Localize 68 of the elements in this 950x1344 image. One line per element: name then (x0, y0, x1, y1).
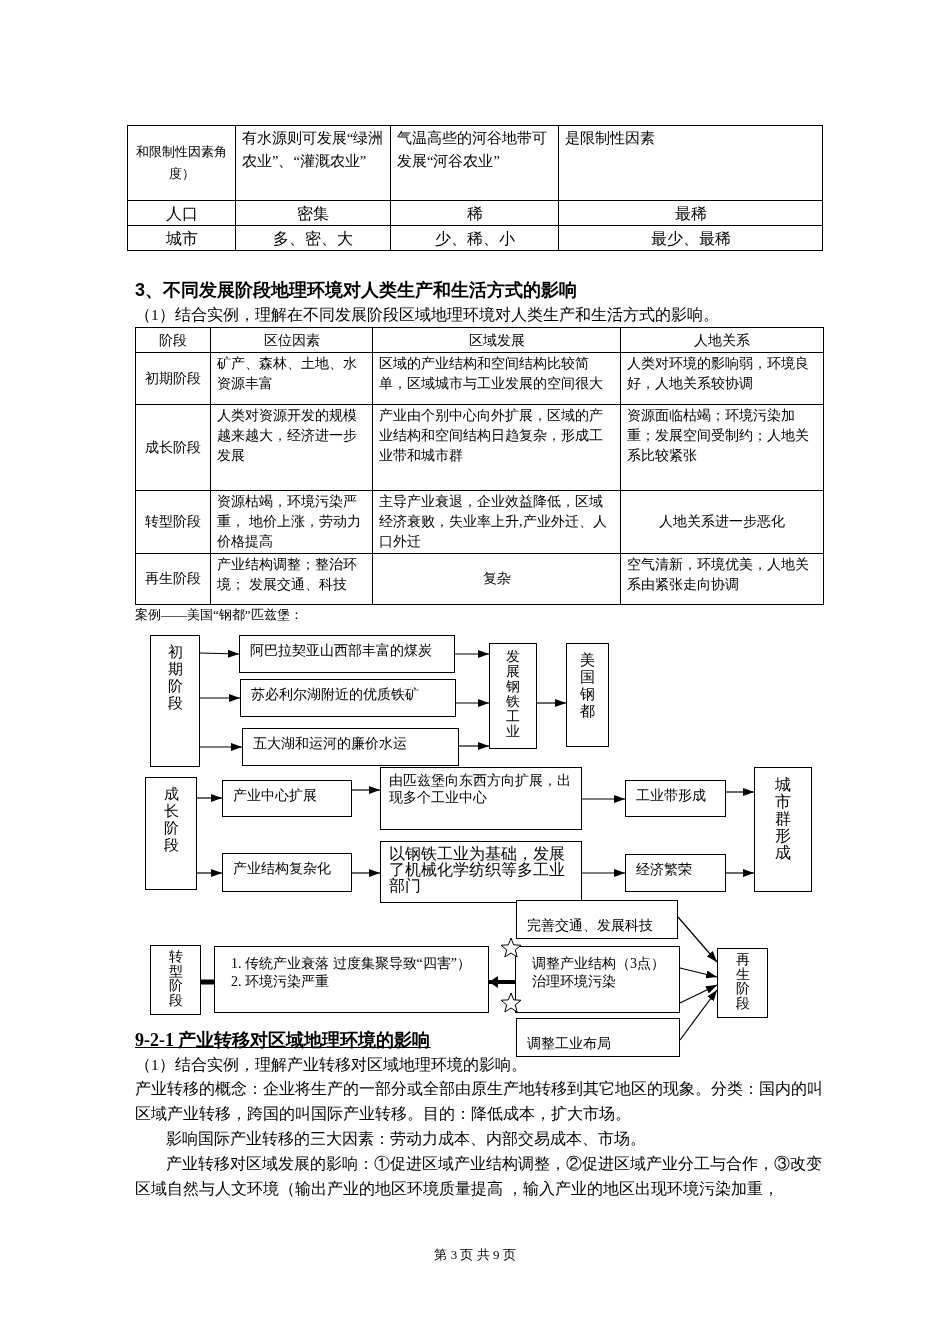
arrow (679, 967, 718, 979)
section-heading: 3、不同发展阶段地理环境对人类生产和生活方式的影响 (135, 279, 578, 302)
process-box: 工业带形成 (625, 780, 726, 817)
arrow (351, 869, 381, 877)
process-box: 由匹兹堡向东西方向扩展，出现多个工业中心 (380, 767, 582, 830)
factor-box: 苏必利尔湖附近的优质铁矿 (240, 679, 456, 717)
paragraph: 产业转移的概念：企业将生产的一部分或全部由原生产地转移到其它地区的现象。分类：国内的叫区域产业转移，跨国的叫国际产业转移。目的：降低成本，扩大市场。 (135, 1079, 824, 1124)
measure-box: 调整工业布局 (516, 1018, 680, 1057)
box-label: 再生阶段 (734, 953, 751, 1011)
result-box (566, 643, 609, 747)
paragraph: （1）结合实例，理解产业转移对区域地理环境的影响。 (135, 1055, 528, 1075)
arrow (199, 649, 240, 658)
factor-box: 阿巴拉契亚山西部丰富的煤炭 (239, 635, 455, 673)
box-text-line: 治理环境污染 (532, 973, 617, 991)
box-text-line: 1. 传统产业衰落 过度集聚导致“四害”） (231, 955, 472, 973)
stage-box (150, 945, 201, 1015)
arrow (677, 916, 718, 963)
arrow (454, 650, 490, 658)
box-label: 初期阶段 (167, 644, 183, 712)
table-cell: 最少、最稀 (558, 225, 823, 251)
factor-box: 五大湖和运河的廉价水运 (242, 728, 459, 766)
arrow (725, 869, 755, 877)
paragraph: （1）结合实例，理解在不同发展阶段区域地理环境对人类生产和生活方式的影响。 (135, 305, 720, 325)
stage-box (717, 948, 768, 1018)
paragraph: 产业转移对区域发展的影响：①促进区域产业结构调整，②促进区域产业分工与合作，③改变区域自然与人文环境（输出产业的地区环境质量提高 ，输入产业的地区出现环境污染加重， (135, 1154, 823, 1199)
table-cell: 阶段 (135, 327, 211, 353)
arrow (679, 989, 718, 1041)
box-label: 美国钢都 (579, 652, 596, 720)
measure-box: 完善交通、发展科技 (516, 900, 678, 939)
process-box: 以钢铁工业为基础，发展了机械化学纺织等多工业部门 (380, 841, 582, 903)
process-box: 产业结构复杂化 (222, 853, 352, 892)
table-cell: 是限制性因素 (558, 125, 823, 201)
table-cell: 城市 (127, 225, 236, 251)
arrow (458, 742, 490, 750)
box-label: 成长阶段 (163, 786, 179, 854)
box-text-line: 调整产业结构（3点） (532, 955, 666, 973)
process-box: 经济繁荣 (625, 854, 726, 892)
arrow (581, 869, 626, 877)
table-cell: 再生阶段 (135, 553, 211, 605)
arrow (581, 795, 626, 803)
table-cell: 和限制性因素角度） (127, 125, 236, 201)
arrow (679, 984, 718, 1004)
table-cell: 空气清新，环境优美，人地关系由紧张走向协调 (620, 553, 824, 605)
stage-box (150, 635, 200, 767)
result-box (489, 643, 537, 749)
arrow (725, 788, 755, 796)
problem-box (214, 946, 489, 1013)
measure-box (515, 946, 680, 1013)
section-heading: 9-2-1 产业转移对区域地理环境的影响 (135, 1029, 431, 1052)
box-label: 城市群形成 (775, 776, 791, 861)
process-box: 产业中心扩展 (222, 780, 352, 817)
arrow (196, 794, 223, 802)
box-label: 发展钢铁工业 (505, 649, 521, 739)
page-number: 第 3 页 共 9 页 (433, 1246, 517, 1264)
result-box (754, 767, 812, 892)
arrow (455, 699, 490, 707)
arrow (489, 976, 515, 988)
box-label: 转型阶段 (167, 950, 184, 1008)
arrow (536, 699, 567, 707)
arrow (199, 694, 241, 702)
arrow (199, 743, 243, 751)
arrow (351, 786, 381, 794)
arrow (196, 869, 223, 877)
box-text-line: 2. 环境污染严重 (231, 973, 330, 991)
stage-box (145, 777, 197, 890)
paragraph: 影响国际产业转移的三大因素：劳动力成本、内部交易成本、市场。 (165, 1129, 647, 1149)
case-caption: 案例——美国“钢都”匹兹堡： (135, 606, 304, 624)
table-cell: 人地关系 (620, 327, 824, 353)
